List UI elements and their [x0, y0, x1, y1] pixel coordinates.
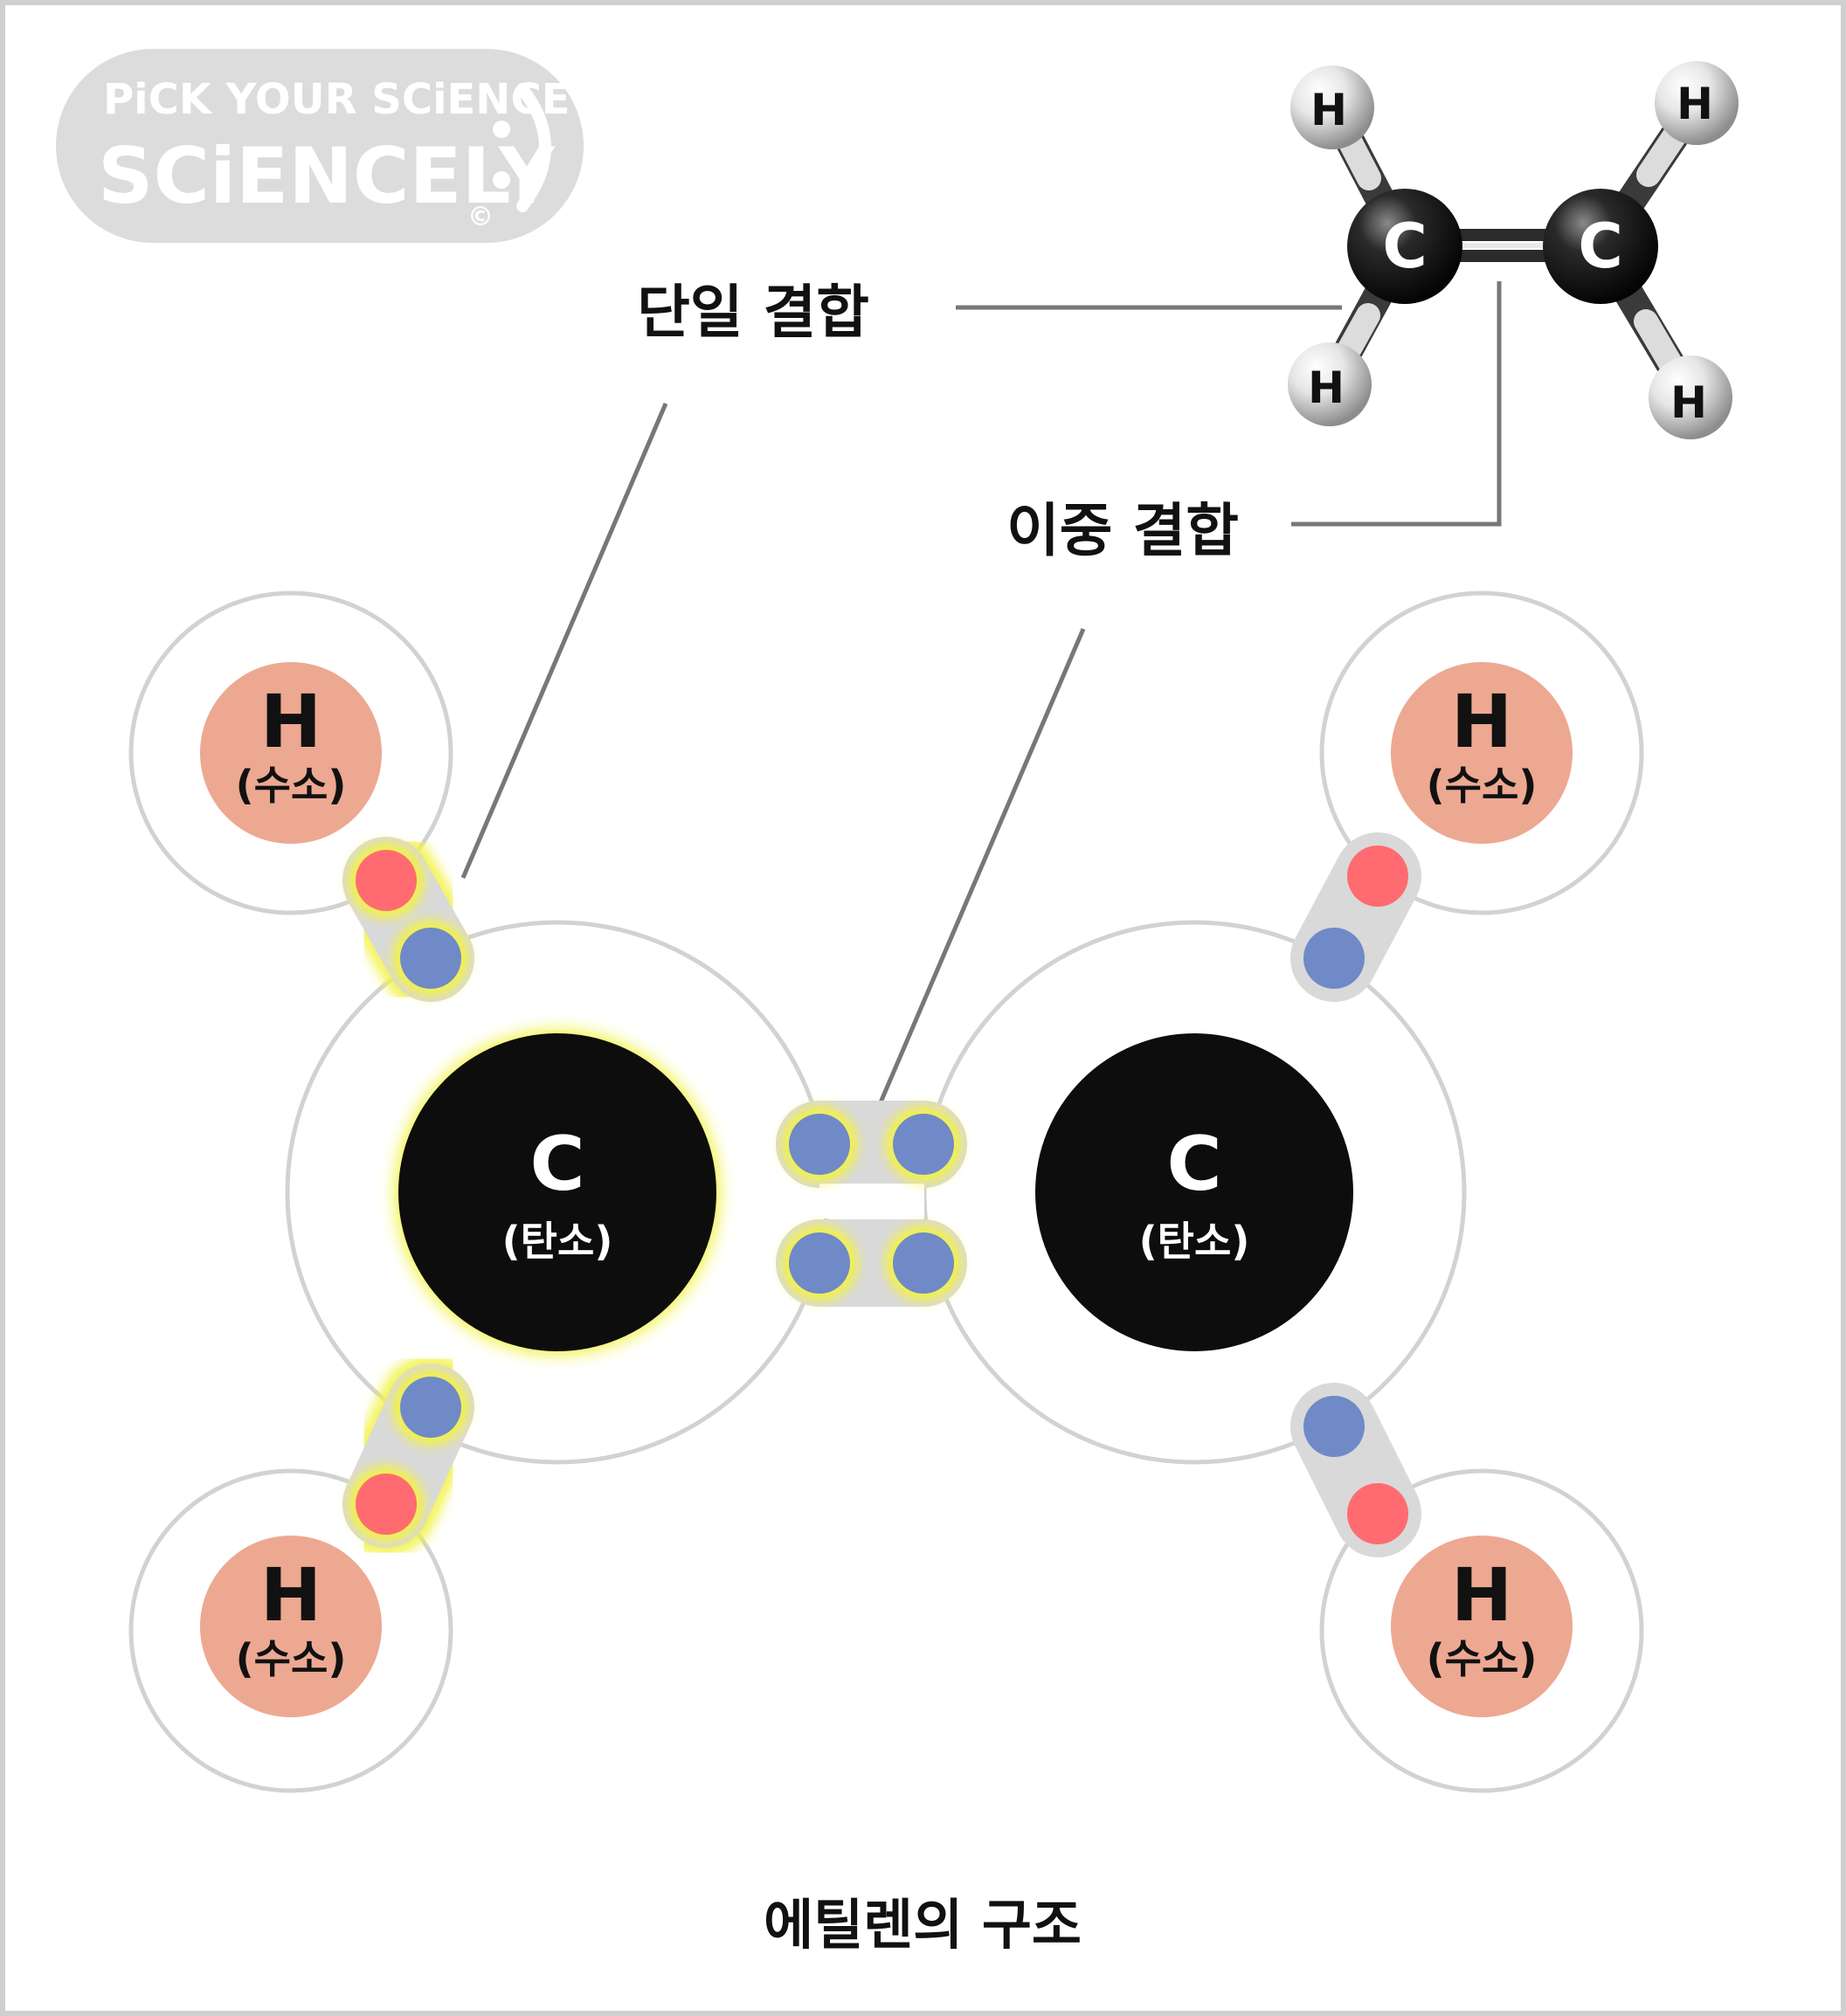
carbon-electron [1303, 1396, 1365, 1457]
carbon-atoms: C (탄소) C (탄소) [395, 1030, 1353, 1355]
hydrogen-shell [1319, 590, 1644, 915]
carbon-symbol: C [1166, 1121, 1221, 1208]
model-carbon-ball [1543, 189, 1658, 304]
carbon-electron [400, 1377, 461, 1438]
hydrogen-name: (수소) [1427, 762, 1538, 809]
carbon-name: (탄소) [1139, 1218, 1250, 1265]
model-hydrogen-label: H [1310, 85, 1347, 135]
model-carbon-label: C [1382, 211, 1427, 282]
logo-tagline: PiCK YOUR SCiENCE [103, 75, 570, 124]
hydrogen-electron [356, 1474, 417, 1535]
carbon-electron [893, 1232, 954, 1294]
hydrogen-atom: H (수소) [200, 662, 382, 844]
hydrogen-atom: H (수소) [200, 1536, 382, 1717]
double-bond-label: 이중 결합 [1006, 497, 1239, 564]
model-hydrogen-ball [1655, 61, 1739, 145]
hydrogen-electron [1347, 846, 1408, 907]
model-carbon-ball [1347, 189, 1462, 304]
carbon-electron [1303, 928, 1365, 989]
electrons [348, 842, 1408, 1544]
model-hydrogen-label: H [1677, 79, 1713, 129]
hydrogen-atom: H (수소) [1391, 662, 1573, 844]
hydrogen-atom: H (수소) [1391, 1536, 1573, 1717]
model-hydrogen-ball [1649, 356, 1732, 439]
hydrogen-shell [1319, 1468, 1644, 1793]
hydrogen-symbol: H [1451, 679, 1512, 764]
model-hydrogen-ball [1288, 342, 1372, 426]
hydrogen-name: (수소) [1427, 1635, 1538, 1682]
carbon-atom-right: C (탄소) [1035, 1033, 1353, 1351]
carbon-electron [400, 928, 461, 989]
diagram-caption: 에틸렌의 구조 [764, 1893, 1082, 1957]
carbon-name: (탄소) [502, 1218, 613, 1265]
leader-lines [460, 281, 1502, 1103]
hydrogen-electron [356, 850, 417, 911]
hydrogen-shell [128, 1468, 453, 1793]
hydrogen-symbol: H [1451, 1552, 1512, 1638]
carbon-electron [789, 1232, 850, 1294]
logo-wordmark: SCiENCELY [98, 131, 556, 221]
carbon-atom-left: C (탄소) [395, 1030, 720, 1355]
hydrogen-name: (수소) [236, 1635, 347, 1682]
model-hydrogen-label: H [1670, 377, 1707, 428]
model-carbon-label: C [1578, 211, 1622, 282]
single-bond-label: 단일 결합 [637, 279, 869, 346]
hydrogen-symbol: H [260, 1552, 321, 1638]
model-hydrogen-ball [1290, 66, 1374, 149]
ethylene-3d-model: C C H H H H [1288, 61, 1739, 439]
carbon-electron [789, 1114, 850, 1175]
carbon-electron [893, 1114, 954, 1175]
hydrogen-electron [1347, 1483, 1408, 1544]
model-hydrogen-label: H [1308, 362, 1345, 413]
logo-copyright: © [467, 202, 494, 232]
hydrogen-atoms: H (수소) H (수소) H (수소) H (수소) [200, 662, 1573, 1717]
hydrogen-name: (수소) [236, 762, 347, 809]
hydrogen-symbol: H [260, 679, 321, 764]
sciencely-logo: PiCK YOUR SCiENCE SCiENCELY © [56, 49, 584, 243]
hydrogen-shell [128, 590, 453, 915]
carbon-symbol: C [529, 1121, 584, 1208]
